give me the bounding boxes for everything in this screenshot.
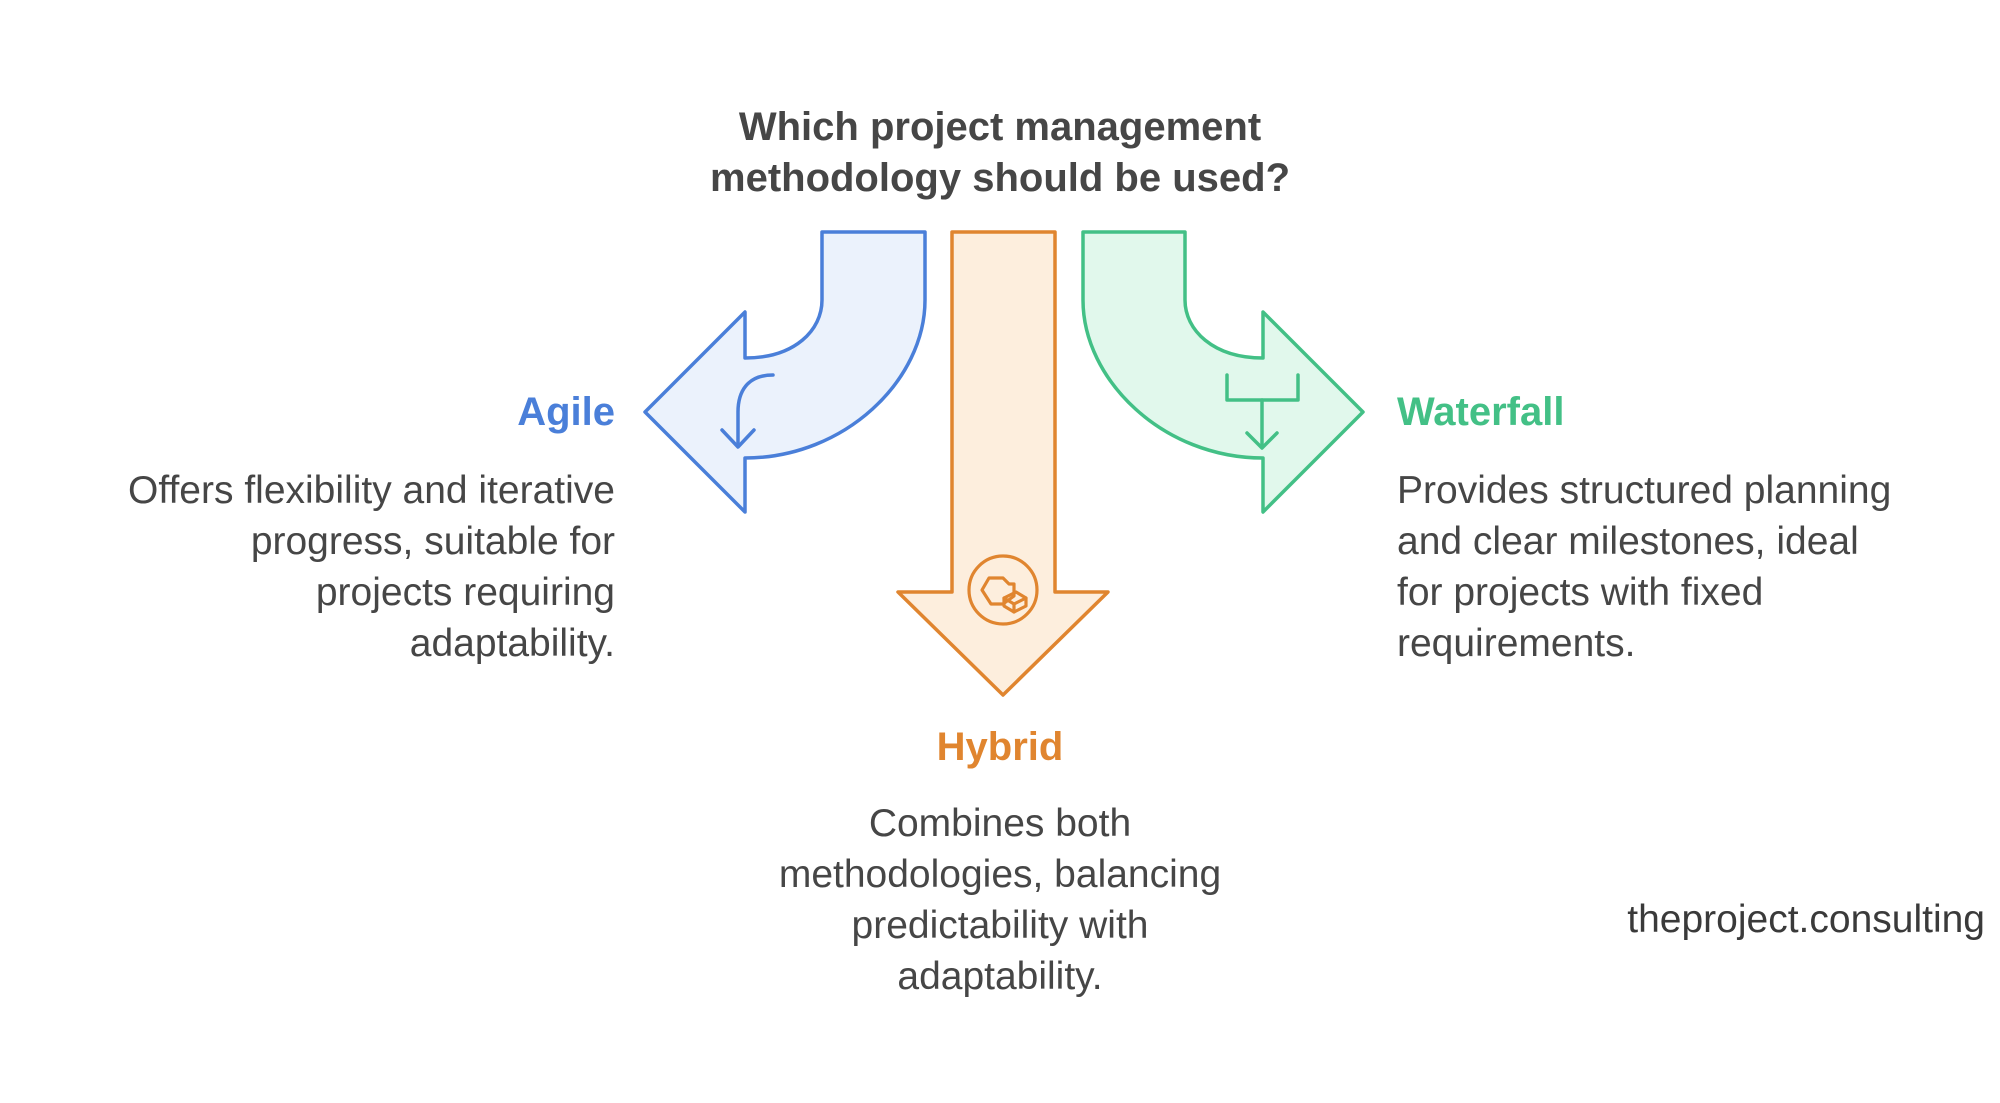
waterfall-description-line: and clear milestones, ideal [1397,520,1859,563]
puzzle-blocks-icon [967,554,1039,626]
hybrid-description: Combines both methodologies, balancing p… [700,798,1300,1002]
agile-description-line: progress, suitable for [250,520,615,563]
waterfall-description-line: for projects with fixed [1397,571,1764,614]
waterfall-title: Waterfall [1397,390,1565,434]
cascade-arrow-icon [1225,373,1300,450]
hybrid-title: Hybrid [936,725,1064,769]
waterfall-description: Provides structured planning and clear m… [1397,465,1957,669]
question-line: methodology should be used? [710,156,1290,200]
waterfall-arrow [1081,230,1365,514]
hybrid-arrow [896,230,1110,697]
watermark-text: theproject.consulting [1627,898,1985,941]
decision-question: Which project management methodology sho… [600,102,1400,204]
agile-arrow [643,230,927,514]
question-line: Which project management [738,105,1262,149]
waterfall-description-line: requirements. [1397,622,1636,665]
agile-title: Agile [517,390,615,434]
hybrid-description-line: methodologies, balancing [778,853,1222,896]
agile-description-line: Offers flexibility and iterative [128,469,615,512]
agile-description-line: projects requiring [315,571,615,614]
agile-description-line: adaptability. [409,622,615,665]
hybrid-description-line: adaptability. [897,955,1103,998]
hybrid-description-line: Combines both [868,802,1132,845]
hybrid-description-line: predictability with [851,904,1149,947]
curved-arrow-icon [720,373,775,449]
agile-description: Offers flexibility and iterative progres… [40,465,615,669]
waterfall-description-line: Provides structured planning [1397,469,1892,512]
